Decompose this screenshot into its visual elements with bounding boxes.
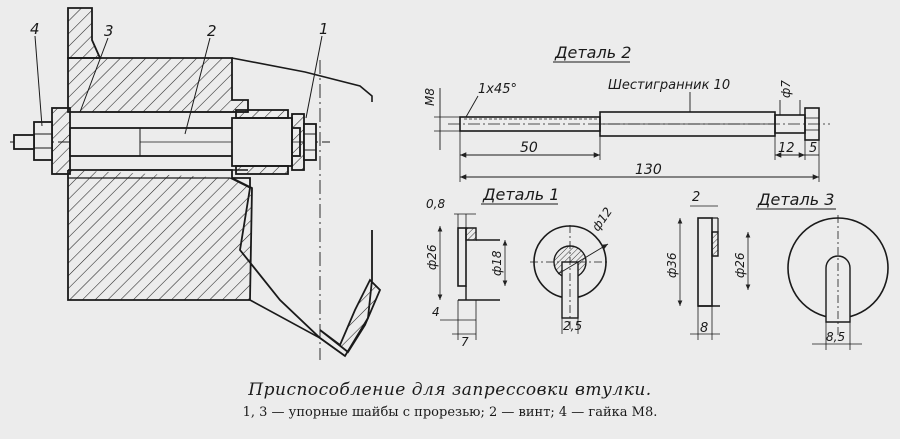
dim-12: 12 [778,141,795,156]
callout-1: 1 [319,20,329,38]
nut-4 [33,121,53,161]
part-1-section [437,213,508,340]
dim-130: 130 [635,162,662,178]
dia-18-p1: ф18 [490,250,504,276]
slot-8-5: 8,5 [826,330,845,344]
part-3-front [787,215,889,350]
dia-36-p3: ф36 [665,252,679,278]
dim-4: 4 [432,305,440,319]
dim-7: 7 [461,335,469,349]
part-3-section [677,205,751,340]
figure-caption-title: Приспособление для запрессовки втулки. [248,380,652,400]
dia-26-p3: ф26 [733,252,747,278]
dim-8: 8 [700,321,708,336]
part-2-view [434,88,830,182]
sleeve [231,117,293,167]
housing-upper [67,57,249,113]
dim-2: 2 [692,190,700,205]
dim-0-8: 0,8 [426,197,445,211]
figure-caption-legend: 1, 3 — упорные шайбы с прорезью; 2 — вин… [242,405,658,420]
dia-7-label: ф7 [779,80,793,98]
washer-3 [51,107,71,175]
callout-2: 2 [207,22,217,40]
callout-4: 4 [30,20,40,38]
part-1-title: Деталь 1 [482,185,559,204]
dim-5: 5 [809,141,817,156]
callout-3: 3 [104,22,114,40]
thread-label: M8 [423,88,437,106]
hex-label: Шестигранник 10 [608,78,730,93]
housing-flange [67,7,102,59]
chamfer-label: 1x45° [478,82,517,97]
washer-1 [291,113,305,171]
dia-12-p1: ф12 [589,205,615,234]
part-2-title: Деталь 2 [554,43,631,62]
dia-26-p1: ф26 [425,244,439,270]
assembly-view [10,7,382,360]
slot-2-5: 2,5 [563,319,582,333]
dim-50: 50 [520,140,538,156]
part-3-title: Деталь 3 [757,190,834,209]
part-1-front [530,225,610,334]
